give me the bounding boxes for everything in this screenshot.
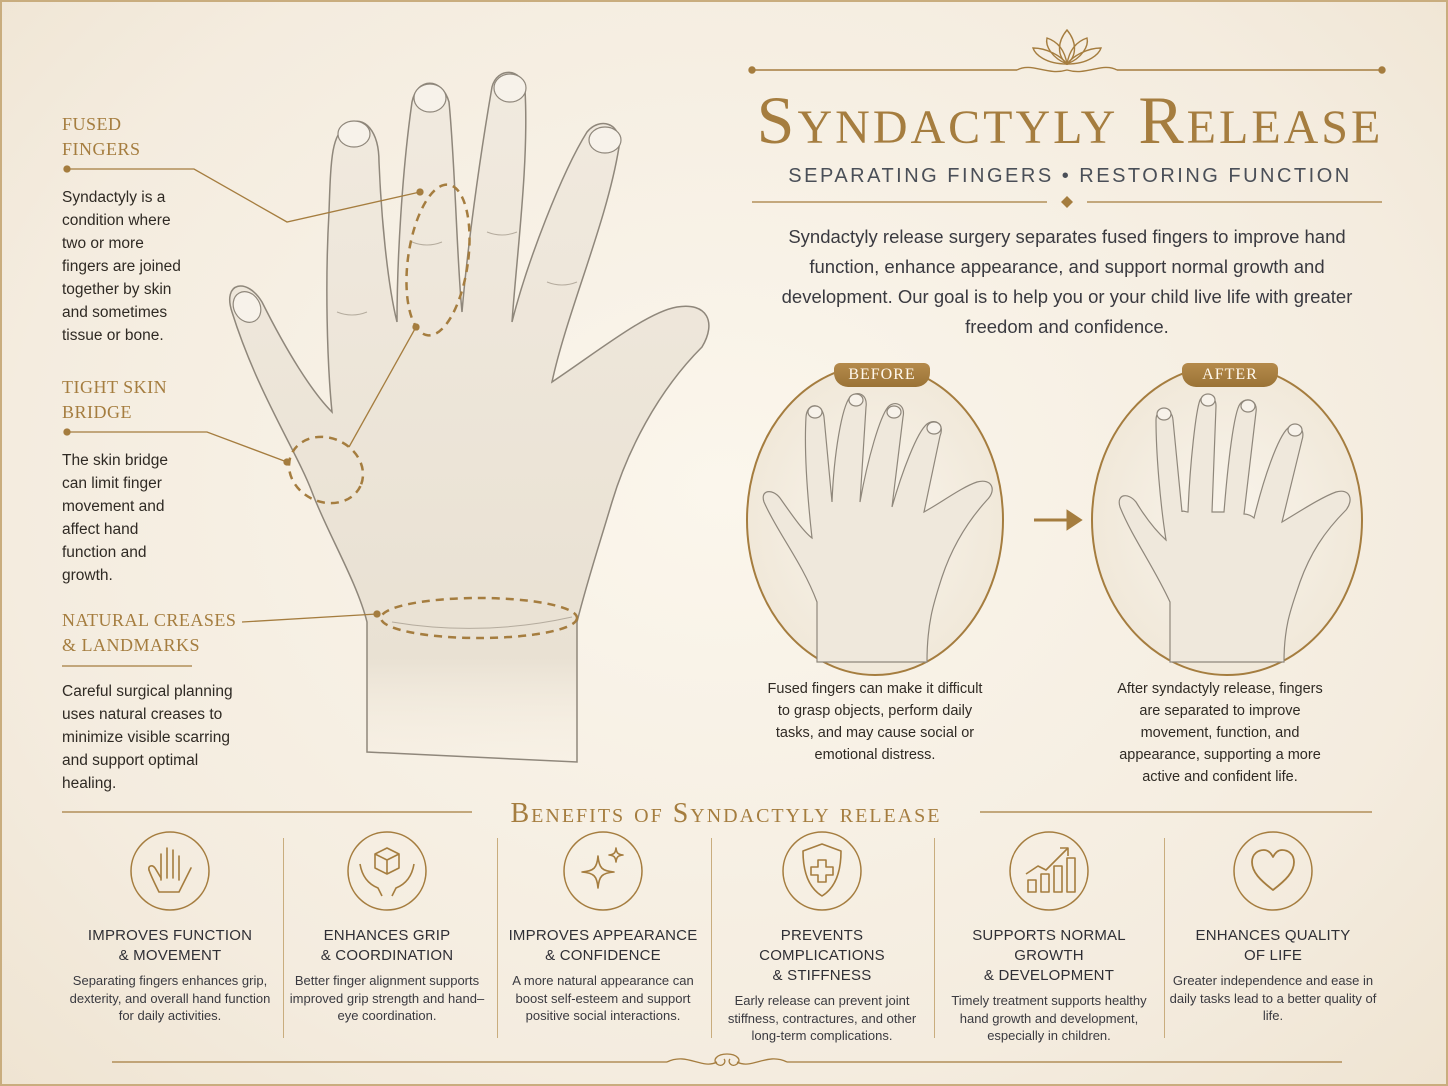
benefit-card: ENHANCES QUALITY OF LIFE Greater independ… bbox=[1168, 830, 1378, 1025]
heading-line: & LANDMARKS bbox=[62, 635, 201, 655]
benefit-card: IMPROVES FUNCTION & MOVEMENT Separating f… bbox=[65, 830, 275, 1025]
heading-line: TIGHT SKIN bbox=[62, 377, 168, 397]
title-line: PREVENTS COMPLICATIONS bbox=[759, 927, 885, 964]
benefit-title: IMPROVES APPEARANCE & CONFIDENCE bbox=[498, 926, 708, 966]
benefits-title: Benefits of Syndactyly release bbox=[510, 798, 942, 829]
column-divider bbox=[934, 838, 935, 1038]
annotation-heading: NATURAL CREASES & LANDMARKS bbox=[62, 608, 252, 658]
column-divider bbox=[283, 838, 284, 1038]
page-subtitle: SEPARATING FINGERS • RESTORING FUNCTION bbox=[788, 165, 1352, 187]
benefit-text: Early release can prevent joint stiffnes… bbox=[727, 993, 917, 1043]
growth-chart-icon bbox=[1009, 831, 1089, 911]
arrow-right-icon bbox=[1034, 509, 1083, 531]
title-line: OF LIFE bbox=[1243, 947, 1303, 964]
sparkle-icon bbox=[563, 831, 643, 911]
benefit-card: IMPROVES APPEARANCE & CONFIDENCE A more n… bbox=[498, 830, 708, 1025]
heading-line: FINGERS bbox=[62, 139, 141, 159]
title-line: & MOVEMENT bbox=[118, 947, 222, 964]
title-line: IMPROVES APPEARANCE bbox=[508, 927, 698, 944]
after-caption: After syndactyly release, fingers are se… bbox=[1117, 681, 1323, 785]
divider-diamond-icon bbox=[752, 196, 1382, 208]
column-divider bbox=[711, 838, 712, 1038]
benefit-title: ENHANCES QUALITY OF LIFE bbox=[1168, 926, 1378, 966]
title-line: IMPROVES FUNCTION bbox=[87, 927, 253, 944]
benefit-text: Separating fingers enhances grip, dexter… bbox=[69, 973, 271, 1023]
benefit-card: SUPPORTS NORMAL GROWTH & DEVELOPMENT Time… bbox=[944, 830, 1154, 1045]
annotation-heading: FUSED FINGERS bbox=[62, 112, 252, 162]
annotation-text: The skin bridge can limit finger movemen… bbox=[62, 452, 168, 584]
title-line: & STIFFNESS bbox=[772, 967, 872, 984]
leader-lines bbox=[62, 165, 424, 667]
heading-line: NATURAL CREASES bbox=[62, 610, 237, 630]
benefit-text: Greater independence and ease in daily t… bbox=[1169, 973, 1377, 1023]
benefit-title: SUPPORTS NORMAL GROWTH & DEVELOPMENT bbox=[944, 926, 1154, 986]
shield-cross-icon bbox=[782, 831, 862, 911]
annotation-text: Careful surgical planning uses natural c… bbox=[62, 683, 233, 792]
benefit-title: ENHANCES GRIP & COORDINATION bbox=[282, 926, 492, 966]
column-divider bbox=[497, 838, 498, 1038]
page-title: Syndactyly Release bbox=[756, 82, 1384, 158]
title-line: ENHANCES GRIP bbox=[323, 927, 451, 944]
hands-holding-cube-icon bbox=[347, 831, 427, 911]
benefit-text: A more natural appearance can boost self… bbox=[512, 973, 694, 1023]
before-badge: BEFORE bbox=[834, 363, 930, 387]
before-after-comparison bbox=[746, 364, 1363, 676]
benefit-text: Better finger alignment supports improve… bbox=[289, 973, 485, 1023]
bottom-flourish-icon bbox=[112, 1053, 1342, 1066]
intro-paragraph: Syndactyly release surgery separates fus… bbox=[781, 226, 1353, 337]
benefit-card: ENHANCES GRIP & COORDINATION Better finge… bbox=[282, 830, 492, 1025]
annotation-tight-skin-bridge: TIGHT SKIN BRIDGE The skin bridge can li… bbox=[62, 375, 252, 587]
after-badge: AFTER bbox=[1182, 363, 1278, 387]
title-line: & COORDINATION bbox=[320, 947, 454, 964]
benefit-title: PREVENTS COMPLICATIONS & STIFFNESS bbox=[717, 926, 927, 986]
column-divider bbox=[1164, 838, 1165, 1038]
heading-line: BRIDGE bbox=[62, 402, 132, 422]
annotation-natural-creases: NATURAL CREASES & LANDMARKS Careful surg… bbox=[62, 608, 252, 795]
open-hand-icon bbox=[130, 831, 210, 911]
heading-line: FUSED bbox=[62, 114, 122, 134]
benefit-text: Timely treatment supports healthy hand g… bbox=[951, 993, 1147, 1043]
title-line: ENHANCES QUALITY bbox=[1195, 927, 1351, 944]
benefit-card: PREVENTS COMPLICATIONS & STIFFNESS Early … bbox=[717, 830, 927, 1045]
annotation-heading: TIGHT SKIN BRIDGE bbox=[62, 375, 252, 425]
title-line: & CONFIDENCE bbox=[545, 947, 661, 964]
title-line: & DEVELOPMENT bbox=[983, 967, 1115, 984]
annotation-fused-fingers: FUSED FINGERS Syndactyly is a condition … bbox=[62, 112, 252, 347]
lotus-ornament-icon bbox=[748, 28, 1386, 74]
before-caption: Fused fingers can make it difficult to g… bbox=[767, 681, 983, 763]
hand-illustration bbox=[229, 71, 710, 763]
annotation-text: Syndactyly is a condition where two or m… bbox=[62, 189, 181, 344]
title-line: SUPPORTS NORMAL GROWTH bbox=[972, 927, 1126, 964]
benefits-divider bbox=[62, 811, 1372, 813]
heart-icon bbox=[1233, 831, 1313, 911]
benefit-title: IMPROVES FUNCTION & MOVEMENT bbox=[65, 926, 275, 966]
